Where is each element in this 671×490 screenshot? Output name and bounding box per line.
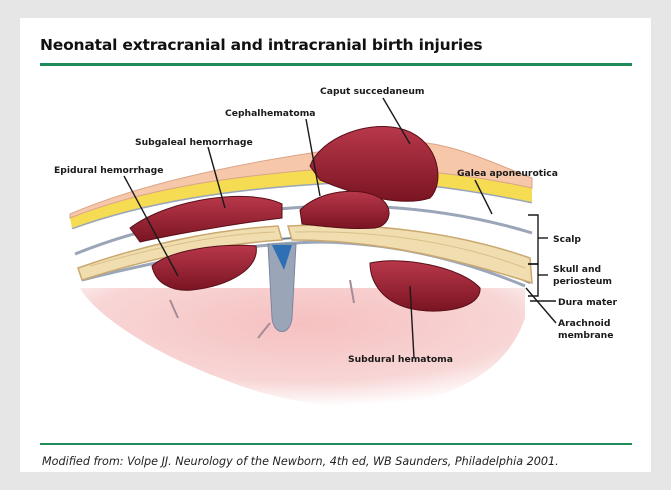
scalp-bracket (528, 215, 548, 264)
label-arachnoid-line1: Arachnoid (558, 318, 610, 329)
label-cephalhematoma: Cephalhematoma (225, 108, 315, 119)
label-subdural-hematoma: Subdural hematoma (348, 354, 453, 365)
label-subgaleal-hemorrhage: Subgaleal hemorrhage (135, 137, 253, 148)
cephalhematoma-lesion (300, 191, 389, 228)
label-caput-succedaneum: Caput succedaneum (320, 86, 424, 97)
caption-rule (40, 443, 632, 445)
label-scalp: Scalp (553, 234, 581, 245)
source-caption: Modified from: Volpe JJ. Neurology of th… (42, 455, 559, 468)
caput-succedaneum-lesion (310, 126, 438, 201)
label-skull-line2: periosteum (553, 276, 612, 287)
label-epidural-hemorrhage: Epidural hemorrhage (54, 165, 163, 176)
label-dura-mater: Dura mater (558, 297, 617, 308)
label-skull-line1: Skull and (553, 264, 601, 275)
label-galea-aponeurotica: Galea aponeurotica (457, 168, 558, 179)
label-arachnoid-line2: membrane (558, 330, 613, 341)
figure-card: Neonatal extracranial and intracranial b… (20, 18, 651, 472)
birth-injuries-diagram: Caput succedaneum Cephalhematoma Subgale… (20, 18, 651, 438)
